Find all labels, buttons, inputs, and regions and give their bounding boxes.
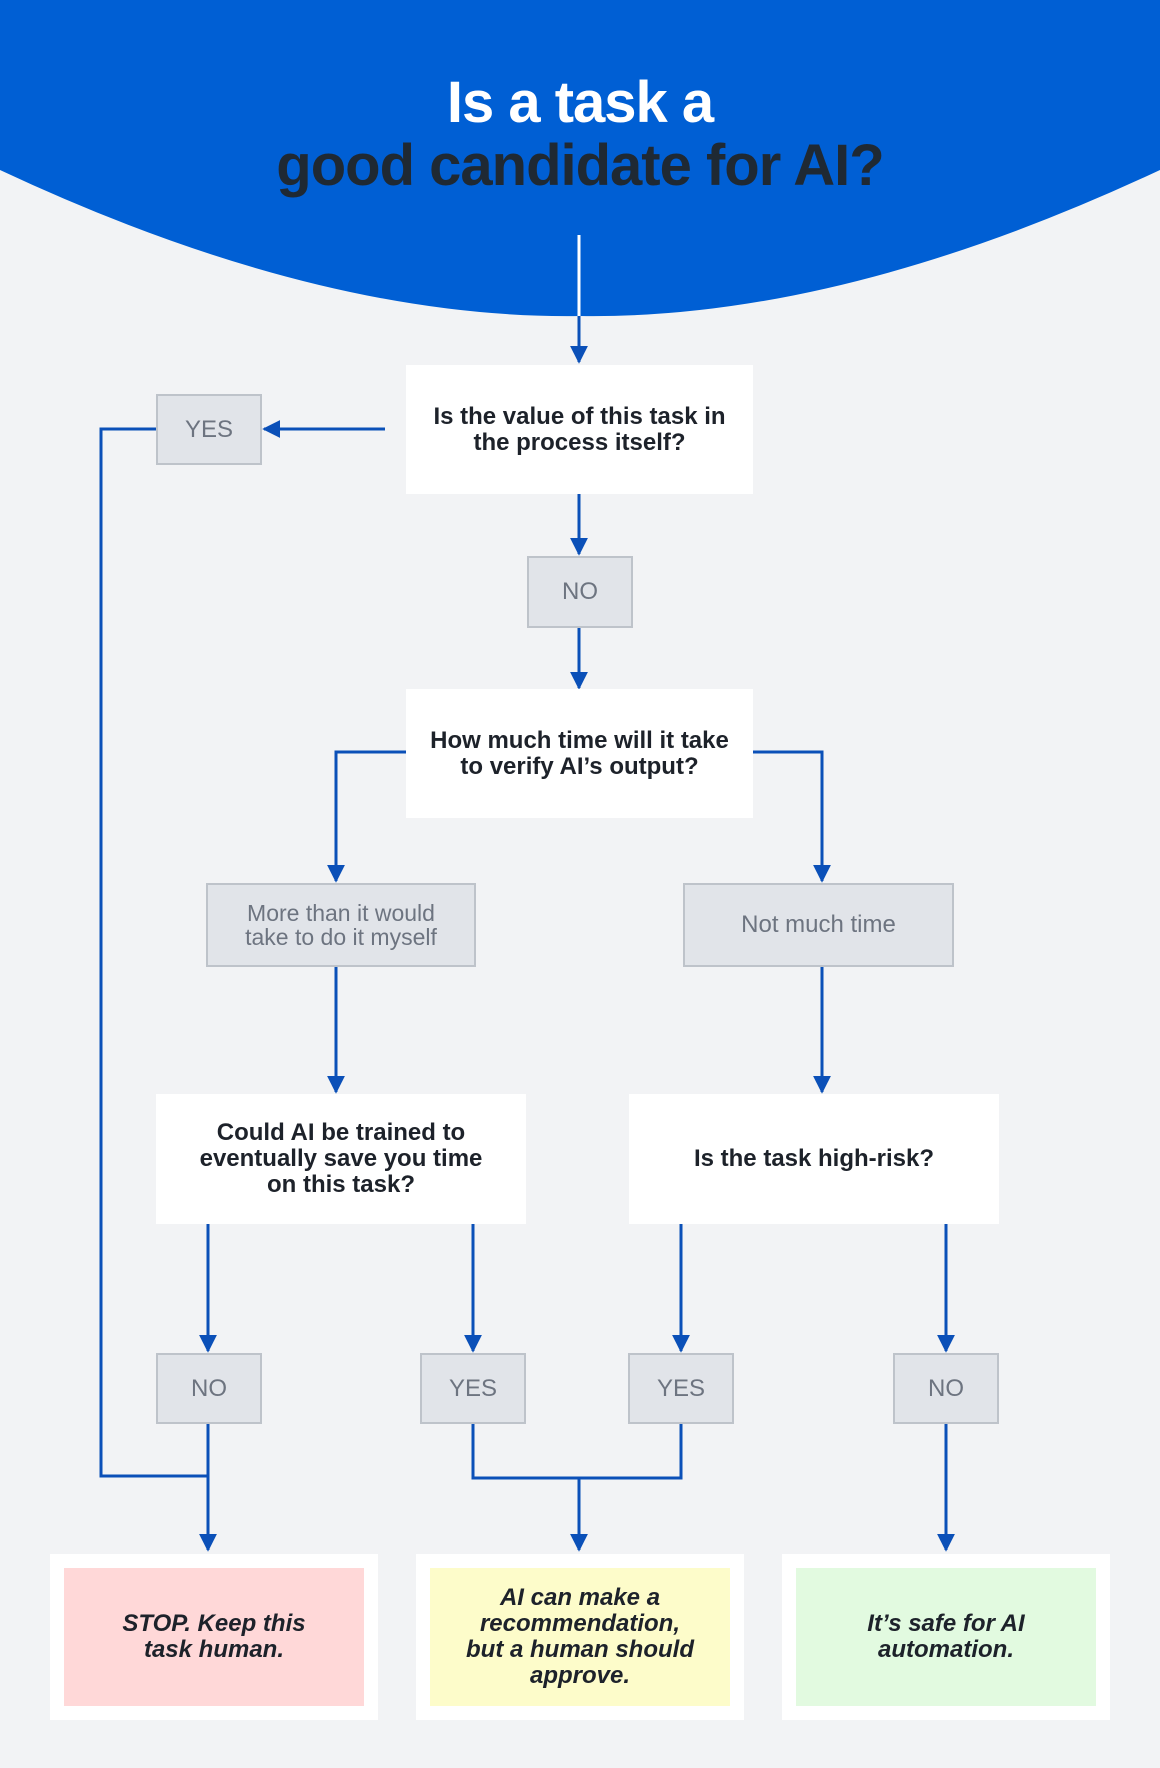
page-title: Is a task a good candidate for AI? xyxy=(0,70,1160,198)
connector-q2-to-more xyxy=(327,750,406,883)
label-more-than-myself-text: More than it would take to do it myself xyxy=(245,899,437,950)
label-more-than-myself: More than it would take to do it myself xyxy=(206,883,476,967)
label-not-much-time: Not much time xyxy=(683,883,954,967)
question-trained-save-time-text: Could AI be trained to eventually save y… xyxy=(199,1119,483,1198)
label-no-top: NO xyxy=(527,556,633,628)
label-no-right-text: NO xyxy=(928,1374,964,1402)
label-yes-mid-left: YES xyxy=(420,1353,526,1424)
label-no-top-text: NO xyxy=(562,578,598,606)
question-value-in-process-text: Is the value of this task in the process… xyxy=(433,402,726,456)
label-yes-mid-right: YES xyxy=(628,1353,734,1424)
title-line-1: Is a task a xyxy=(446,70,714,135)
label-no-left: NO xyxy=(156,1353,262,1424)
label-no-right: NO xyxy=(893,1353,999,1424)
result-safe: It’s safe for AI automation. xyxy=(796,1568,1096,1706)
question-verify-time: How much time will it take to verify AI’… xyxy=(406,689,753,818)
question-trained-save-time: Could AI be trained to eventually save y… xyxy=(156,1094,526,1224)
connector-yes-loop xyxy=(99,427,208,1478)
question-high-risk: Is the task high-risk? xyxy=(629,1094,999,1224)
result-stop-frame: STOP. Keep this task human. xyxy=(50,1554,378,1720)
result-recommend-text: AI can make a recommendation, but a huma… xyxy=(466,1584,694,1689)
label-yes-mid-right-text: YES xyxy=(656,1374,706,1402)
result-recommend-frame: AI can make a recommendation, but a huma… xyxy=(416,1554,744,1720)
question-high-risk-text: Is the task high-risk? xyxy=(693,1145,935,1173)
label-yes-mid-left-text: YES xyxy=(448,1374,498,1402)
question-value-in-process: Is the value of this task in the process… xyxy=(406,365,753,494)
label-no-left-text: NO xyxy=(191,1374,227,1402)
title-line-2: good candidate for AI? xyxy=(276,132,884,198)
header-blue-ellipse xyxy=(0,0,1160,317)
label-yes-top: YES xyxy=(156,394,262,465)
result-recommend: AI can make a recommendation, but a huma… xyxy=(430,1568,730,1706)
result-stop-text: STOP. Keep this task human. xyxy=(122,1610,306,1663)
connector-q2-to-notmuch xyxy=(753,750,831,883)
result-safe-text: It’s safe for AI automation. xyxy=(867,1610,1025,1663)
label-not-much-time-text: Not much time xyxy=(741,911,896,939)
label-yes-top-text: YES xyxy=(184,415,234,443)
result-safe-frame: It’s safe for AI automation. xyxy=(782,1554,1110,1720)
question-verify-time-text: How much time will it take to verify AI’… xyxy=(430,726,729,780)
connector-yes-merge xyxy=(471,1424,683,1480)
result-stop: STOP. Keep this task human. xyxy=(64,1568,364,1706)
